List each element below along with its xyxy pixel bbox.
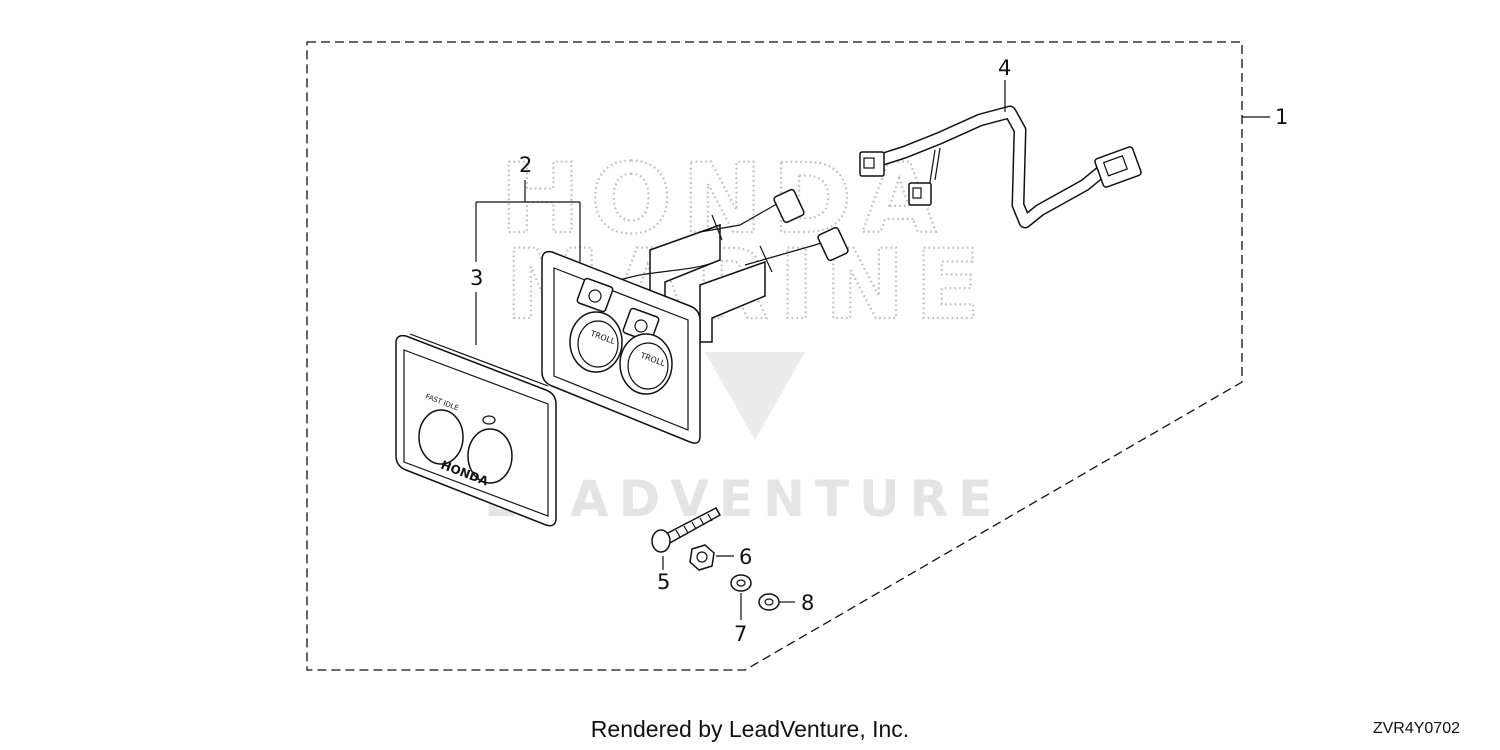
callout-1: 1	[1275, 105, 1288, 129]
socket-bracket	[619, 188, 849, 343]
callout-8: 8	[801, 591, 814, 615]
socket-plate: TROLL TROLL	[541, 250, 701, 444]
front-panel: FAST IDLE HONDA	[395, 333, 557, 527]
watermark-line-3: LEADVENTURE	[484, 470, 1002, 528]
kit-boundary	[306, 41, 1243, 671]
callout-6: 6	[739, 545, 752, 569]
leader-lines	[475, 80, 1270, 620]
washer	[730, 574, 752, 592]
callout-7: 7	[734, 622, 747, 646]
bolt	[651, 507, 722, 553]
callout-2: 2	[519, 153, 532, 177]
nut	[689, 544, 715, 571]
wire-harness	[859, 105, 1142, 229]
callout-4: 4	[998, 56, 1011, 80]
callouts: 1 2 3 4 5 6 7 8	[470, 56, 1288, 646]
callout-3: 3	[470, 266, 483, 290]
diagram-code: ZVR4Y0702	[1372, 720, 1460, 737]
lock-washer	[758, 593, 780, 611]
watermark-logo-icon	[705, 352, 805, 440]
callout-5: 5	[657, 570, 670, 594]
rendered-by-credit: Rendered by LeadVenture, Inc.	[590, 716, 910, 742]
